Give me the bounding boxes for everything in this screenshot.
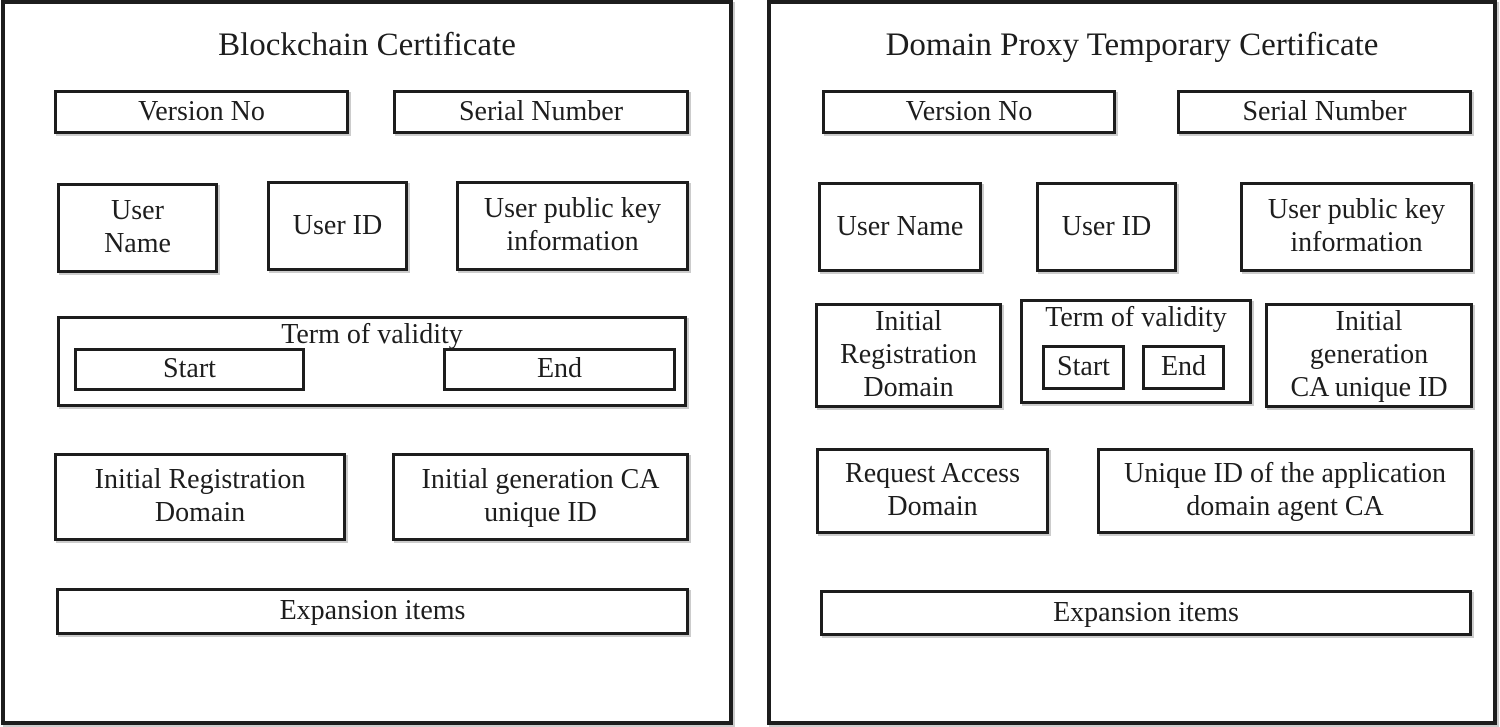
field-initial-generation-ca-unique-id-label: Initial generation CA unique ID [1290,306,1448,403]
panel-domain-proxy-temporary-certificate: Domain Proxy Temporary Certificate Versi… [767,0,1497,725]
field-initial-registration-domain: Initial Registration Domain [815,303,1002,408]
field-user-name-label: User Name [836,210,964,242]
field-initial-registration-domain: Initial Registration Domain [54,453,346,541]
group-term-of-validity: Term of validity Start End [57,316,687,407]
field-unique-id-application-domain-agent-ca-label: Unique ID of the application domain agen… [1124,458,1446,522]
field-user-name-label: User Name [104,195,171,259]
field-user-public-key: User public key information [1240,182,1473,272]
field-user-public-key: User public key information [456,181,689,271]
field-initial-registration-domain-label: Initial Registration Domain [94,464,306,528]
field-term-end: End [443,348,676,391]
field-user-public-key-label: User public key information [483,193,662,257]
field-serial-number-label: Serial Number [458,95,624,127]
field-user-public-key-label: User public key information [1267,194,1446,258]
panel-title-domain-proxy-temporary-certificate: Domain Proxy Temporary Certificate [885,27,1379,63]
field-term-end: End [1142,345,1225,390]
field-request-access-domain: Request Access Domain [816,448,1049,534]
field-term-start-label: Start [163,353,216,385]
field-user-id-label: User ID [292,209,383,241]
field-request-access-domain-label: Request Access Domain [845,458,1020,522]
field-unique-id-application-domain-agent-ca: Unique ID of the application domain agen… [1097,448,1473,534]
group-term-of-validity-label: Term of validity [1045,302,1227,333]
group-term-of-validity-label: Term of validity [281,319,463,350]
panel-blockchain-certificate: Blockchain Certificate Version No Serial… [1,0,733,725]
field-user-id: User ID [267,181,408,271]
field-term-start: Start [1042,345,1125,390]
field-term-end-label: End [1160,351,1207,383]
field-initial-generation-ca-unique-id: Initial generation CA unique ID [392,453,689,541]
field-version-no-label: Version No [905,95,1033,127]
field-serial-number: Serial Number [1177,90,1472,134]
group-term-of-validity: Term of validity Start End [1020,299,1252,404]
field-initial-generation-ca-unique-id-label: Initial generation CA unique ID [421,464,660,528]
field-expansion-items: Expansion items [820,590,1472,636]
field-expansion-items-label: Expansion items [279,595,466,627]
field-term-start: Start [74,348,305,391]
field-initial-registration-domain-label: Initial Registration Domain [840,306,977,403]
field-version-no: Version No [54,90,349,134]
field-user-id: User ID [1036,182,1177,272]
field-initial-generation-ca-unique-id: Initial generation CA unique ID [1265,303,1473,408]
field-serial-number-label: Serial Number [1242,95,1407,127]
field-term-end-label: End [536,353,583,385]
field-version-no: Version No [822,90,1116,134]
field-serial-number: Serial Number [393,90,689,134]
panel-title-blockchain-certificate: Blockchain Certificate [218,27,516,63]
field-user-name: User Name [57,183,218,273]
field-expansion-items: Expansion items [56,588,689,635]
field-term-start-label: Start [1057,351,1110,383]
field-version-no-label: Version No [138,95,265,127]
field-user-id-label: User ID [1061,210,1152,242]
field-expansion-items-label: Expansion items [1053,596,1239,628]
field-user-name: User Name [818,182,982,272]
